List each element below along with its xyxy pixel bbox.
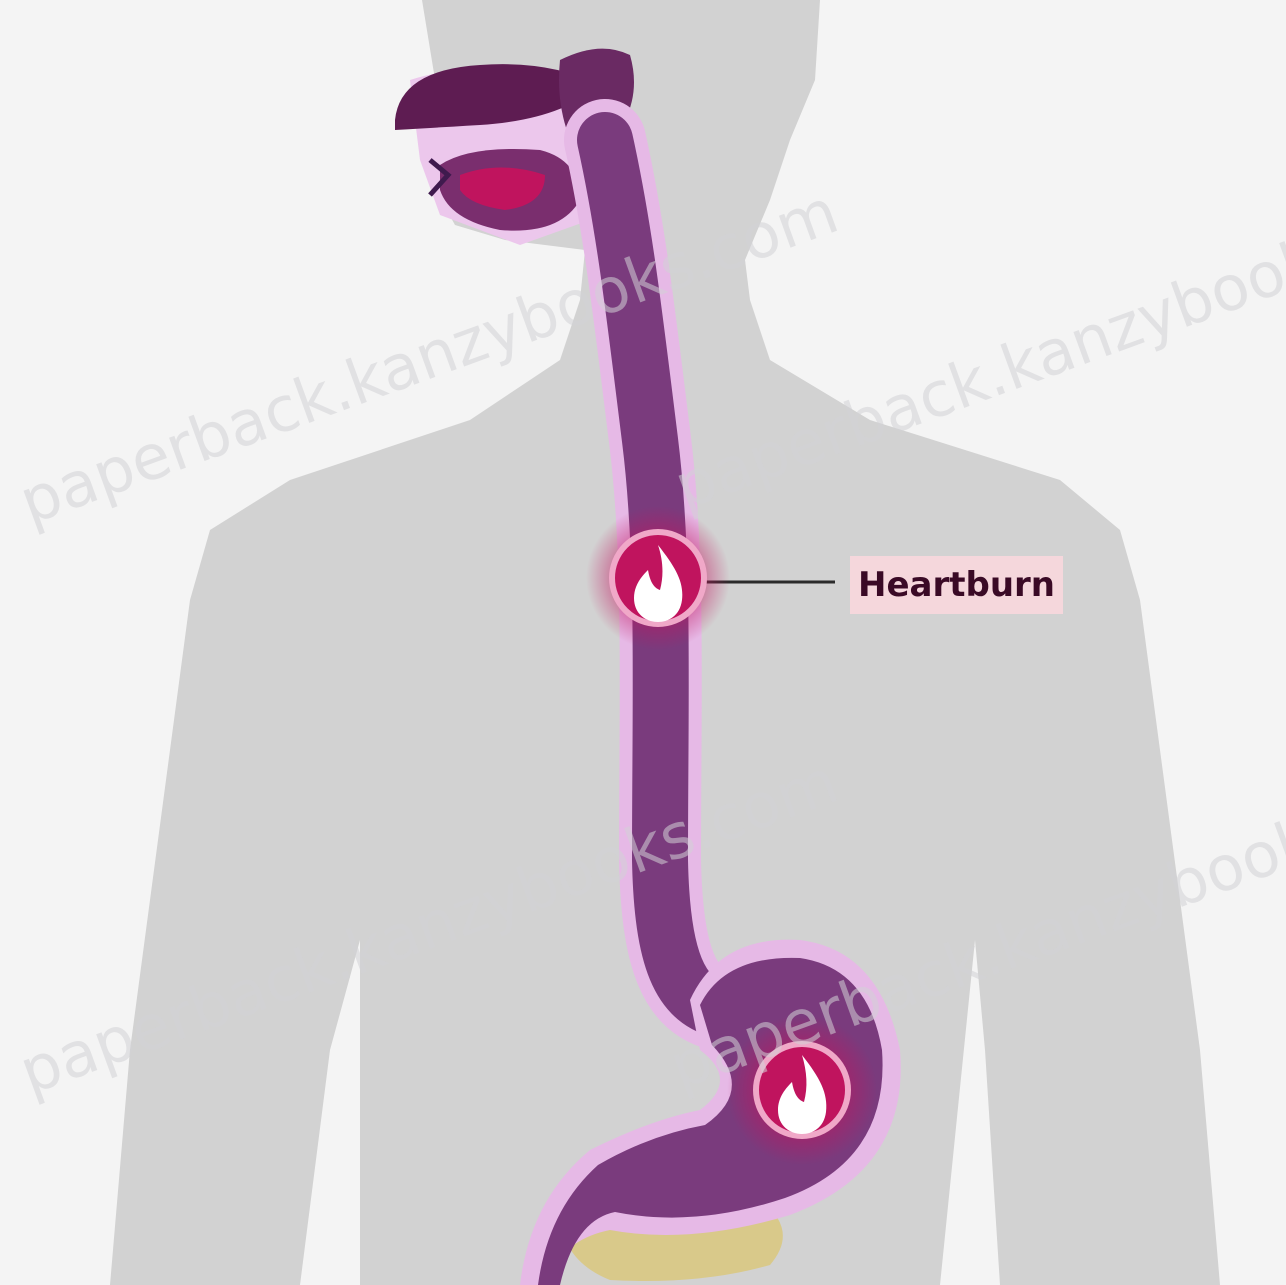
- heartburn-marker-stomach: [727, 1015, 877, 1165]
- heartburn-marker-esophagus: [586, 506, 730, 650]
- heartburn-label: Heartburn: [850, 556, 1063, 614]
